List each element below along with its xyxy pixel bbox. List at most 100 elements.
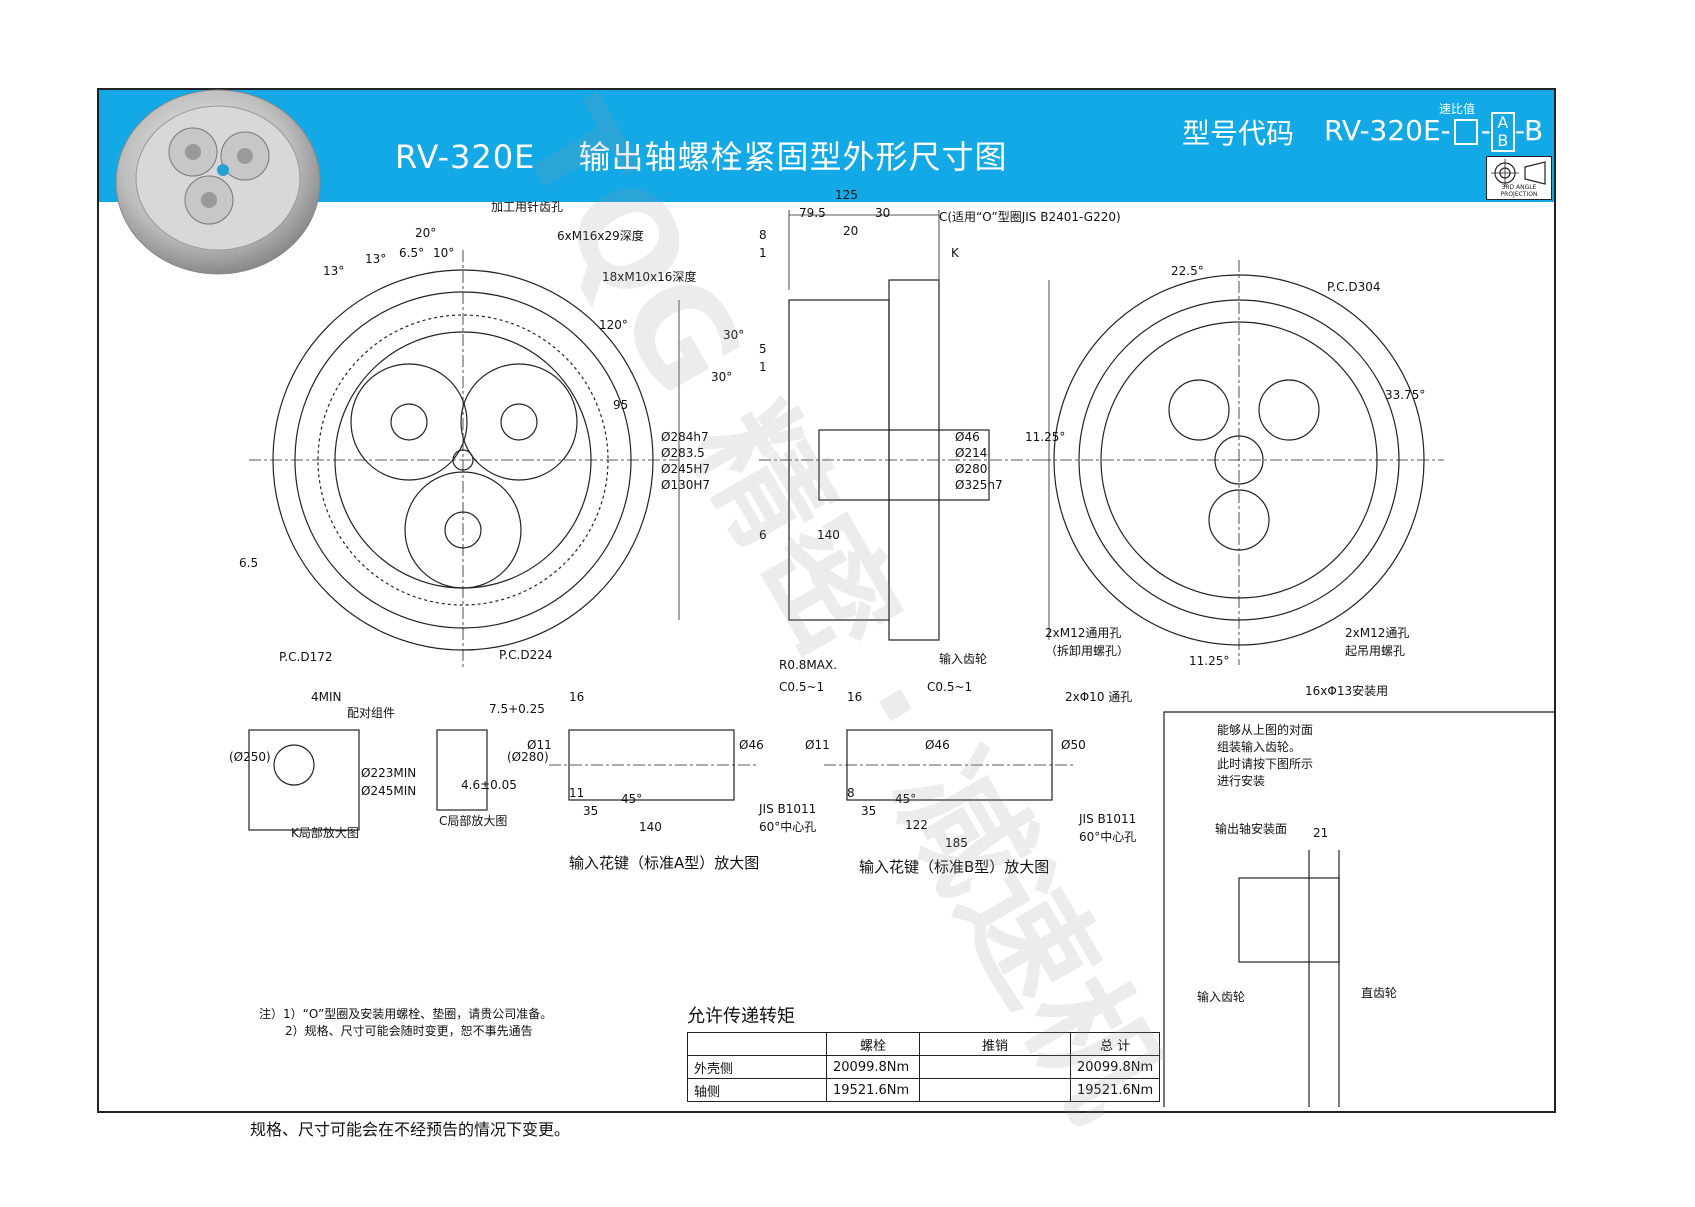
section-input-gear: 输入齿轮 bbox=[939, 652, 988, 666]
spline-b-16: 16 bbox=[847, 690, 863, 704]
detail-c-dia-280: (Ø280) bbox=[507, 750, 549, 764]
torque-row-pin bbox=[919, 1078, 1071, 1102]
section-dim-30: 30 bbox=[875, 206, 891, 220]
front-pcd224: P.C.D224 bbox=[499, 648, 553, 662]
side-note-line-2: 组装输入齿轮。 bbox=[1217, 740, 1302, 754]
torque-header-blank bbox=[687, 1032, 827, 1056]
spline-b-dia-11: Ø11 bbox=[805, 738, 830, 752]
note-line-1: 注）1）“O”型圈及安装用螺栓、垫圈，请贵公司准备。 bbox=[259, 1007, 553, 1021]
note-line-2: 2）规格、尺寸可能会随时变更，恕不事先通告 bbox=[285, 1024, 533, 1038]
rear-lifting-hole: 起吊用螺孔 bbox=[1345, 644, 1406, 658]
table-row: 轴侧 19521.6Nm 19521.6Nm bbox=[687, 1078, 1161, 1102]
rear-dowel-hole: 2xΦ10 通孔 bbox=[1065, 690, 1133, 704]
engineering-drawing bbox=[248, 210, 1554, 1107]
side-note-line-1: 能够从上图的对面 bbox=[1217, 723, 1314, 737]
table-row: 外壳侧 20099.8Nm 20099.8Nm bbox=[687, 1055, 1161, 1079]
detail-k-dia-223: Ø223MIN bbox=[361, 766, 417, 780]
ratio-box bbox=[1453, 119, 1478, 145]
spline-b-185: 185 bbox=[945, 836, 968, 850]
spline-a-title: 输入花键（标准A型）放大图 bbox=[569, 854, 760, 872]
section-dia-130: Ø130H7 bbox=[661, 478, 711, 492]
rear-angle-22-5: 22.5° bbox=[1171, 264, 1204, 278]
torque-header-total: 总 计 bbox=[1069, 1032, 1161, 1056]
torque-row-pin bbox=[919, 1055, 1071, 1079]
side-note-line-4: 进行安装 bbox=[1217, 774, 1266, 788]
side-note-line-3: 此时请按下图所示 bbox=[1217, 757, 1314, 771]
title-description: 输出轴螺栓紧固型外形尺寸图 bbox=[578, 138, 1008, 176]
notes: 注）1）“O”型圈及安装用螺栓、垫圈，请贵公司准备。 2）规格、尺寸可能会随时变… bbox=[259, 1006, 552, 1040]
spline-a-140: 140 bbox=[639, 820, 662, 834]
section-dia-283-5: Ø283.5 bbox=[661, 446, 705, 460]
spline-b-45: 45° bbox=[895, 792, 917, 806]
model-prefix: RV-320E- bbox=[1324, 114, 1451, 147]
rear-angle-11-25b: 11.25° bbox=[1189, 654, 1230, 668]
model-code-label: 型号代码 bbox=[1182, 117, 1295, 150]
detail-c bbox=[436, 729, 488, 811]
rear-view bbox=[1039, 260, 1444, 665]
spline-b-dia-46: Ø46 bbox=[925, 738, 950, 752]
detail-k-title: K局部放大图 bbox=[291, 826, 359, 840]
spline-b-122: 122 bbox=[905, 818, 928, 832]
front-label-m10: 18xM10x16深度 bbox=[602, 270, 697, 284]
spline-a-11: 11 bbox=[569, 786, 585, 800]
front-angle-13b: 13° bbox=[365, 252, 387, 266]
side-label-mounting-face: 输出轴安装面 bbox=[1215, 822, 1288, 836]
torque-row-total: 19521.6Nm bbox=[1069, 1078, 1161, 1102]
section-o-ring-note: C(适用“O”型圈JIS B2401-G220) bbox=[939, 210, 1121, 224]
section-detail-k: K bbox=[951, 246, 959, 260]
spline-a-45: 45° bbox=[621, 792, 643, 806]
section-dia-280: Ø280 bbox=[955, 462, 988, 476]
spline-b-center-hole: 60°中心孔 bbox=[1079, 830, 1137, 844]
front-angle-120: 120° bbox=[599, 318, 628, 332]
section-dia-245: Ø245H7 bbox=[661, 462, 711, 476]
torque-row-label: 外壳侧 bbox=[687, 1055, 827, 1079]
spline-b-8: 8 bbox=[847, 786, 855, 800]
front-angle-6-5: 6.5° bbox=[399, 246, 425, 260]
detail-k-mating: 配对组件 bbox=[347, 706, 396, 720]
section-dia-214: Ø214 bbox=[955, 446, 988, 460]
torque-table: 螺栓 推销 总 计 外壳侧 20099.8Nm 20099.8Nm 轴侧 195… bbox=[687, 1032, 1161, 1102]
front-label-pin-hole: 加工用针齿孔 bbox=[491, 200, 564, 214]
side-note: 能够从上图的对面 组装输入齿轮。 此时请按下图所示 进行安装 bbox=[1217, 722, 1313, 790]
rear-m12-removal: （拆卸用螺孔） bbox=[1045, 644, 1130, 658]
section-dim-140: 140 bbox=[817, 528, 840, 542]
rear-m12-common: 2xM12通用孔 bbox=[1045, 626, 1122, 640]
front-label-m16: 6xM16x29深度 bbox=[557, 229, 644, 243]
spline-b-35: 35 bbox=[861, 804, 877, 818]
spline-a-35: 35 bbox=[583, 804, 599, 818]
front-dim-6-5: 6.5 bbox=[239, 556, 259, 570]
side-label-21: 21 bbox=[1313, 826, 1329, 840]
front-pcd172: P.C.D172 bbox=[279, 650, 333, 664]
section-dia-325: Ø325h7 bbox=[955, 478, 1003, 492]
ab-top: A bbox=[1497, 113, 1509, 132]
spline-a-center-hole: 60°中心孔 bbox=[759, 820, 817, 834]
section-angle-30a: 30° bbox=[723, 328, 745, 342]
section-dim-5: 5 bbox=[759, 342, 767, 356]
torque-header-row: 螺栓 推销 总 计 bbox=[687, 1032, 1161, 1056]
section-view bbox=[678, 210, 1050, 641]
page-title: RV-320E 输出轴螺栓紧固型外形尺寸图 bbox=[395, 132, 1008, 178]
section-dim-20: 20 bbox=[843, 224, 859, 238]
section-dim-1b: 1 bbox=[759, 360, 767, 374]
front-angle-13a: 13° bbox=[323, 264, 345, 278]
torque-row-total: 20099.8Nm bbox=[1069, 1055, 1161, 1079]
model-suffix: -B bbox=[1514, 114, 1544, 147]
section-chamfer-a: C0.5~1 bbox=[779, 680, 825, 694]
section-dim-6: 6 bbox=[759, 528, 767, 542]
front-view bbox=[249, 250, 679, 670]
spline-b-title: 输入花键（标准B型）放大图 bbox=[859, 858, 1050, 876]
spline-a-drawing bbox=[549, 729, 759, 801]
rear-angle-11-25a: 11.25° bbox=[1025, 430, 1066, 444]
torque-row-label: 轴侧 bbox=[687, 1078, 827, 1102]
ratio-label: 速比值 bbox=[1439, 102, 1476, 116]
torque-title: 允许传递转矩 bbox=[687, 1006, 795, 1027]
projection-symbol: 3RD ANGLE PROJECTION bbox=[1486, 156, 1552, 200]
front-angle-10: 10° bbox=[433, 246, 455, 260]
detail-k-dia-245: Ø245MIN bbox=[361, 784, 417, 798]
ab-bottom: B bbox=[1497, 131, 1509, 150]
detail-c-7-5: 7.5+0.25 bbox=[489, 702, 545, 716]
title-model: RV-320E bbox=[395, 138, 536, 176]
spline-a-jis: JIS B1011 bbox=[759, 802, 817, 816]
torque-row-bolt: 20099.8Nm bbox=[826, 1055, 920, 1079]
